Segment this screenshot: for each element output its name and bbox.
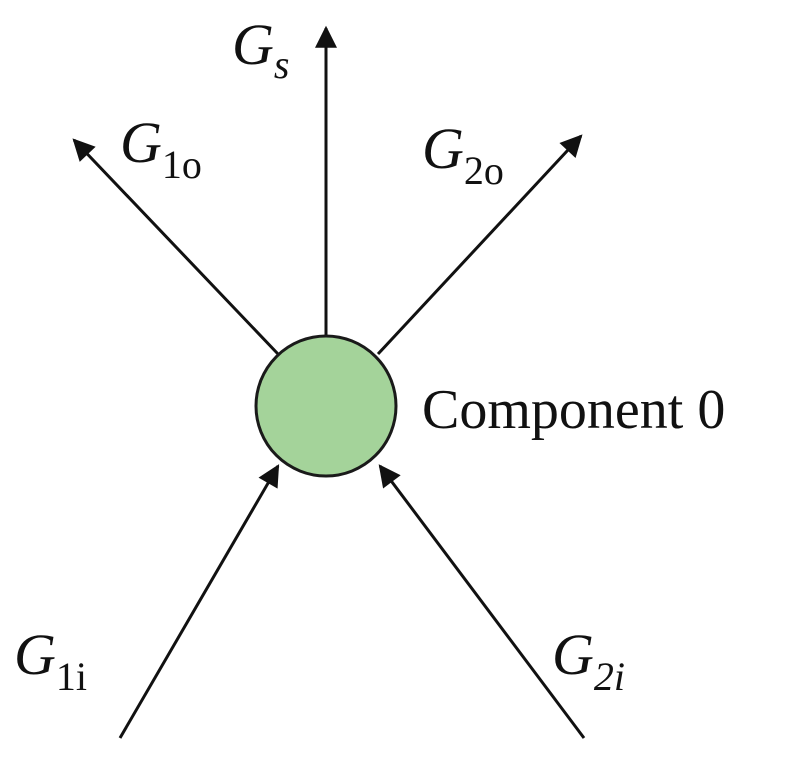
- label-g1o: G1o: [120, 110, 202, 187]
- arrow-g1i: [118, 464, 280, 739]
- arrow-g2o: [376, 134, 583, 356]
- label-g2o: G2o: [422, 116, 504, 193]
- label-gs: Gs: [232, 12, 289, 87]
- label-g1i: G1i: [14, 622, 87, 699]
- component-label: Component 0: [422, 379, 725, 441]
- arrow-g2i: [378, 464, 586, 739]
- arrow-g1o: [72, 138, 280, 356]
- label-g2i: G2i: [552, 622, 625, 699]
- component-node: [254, 334, 398, 478]
